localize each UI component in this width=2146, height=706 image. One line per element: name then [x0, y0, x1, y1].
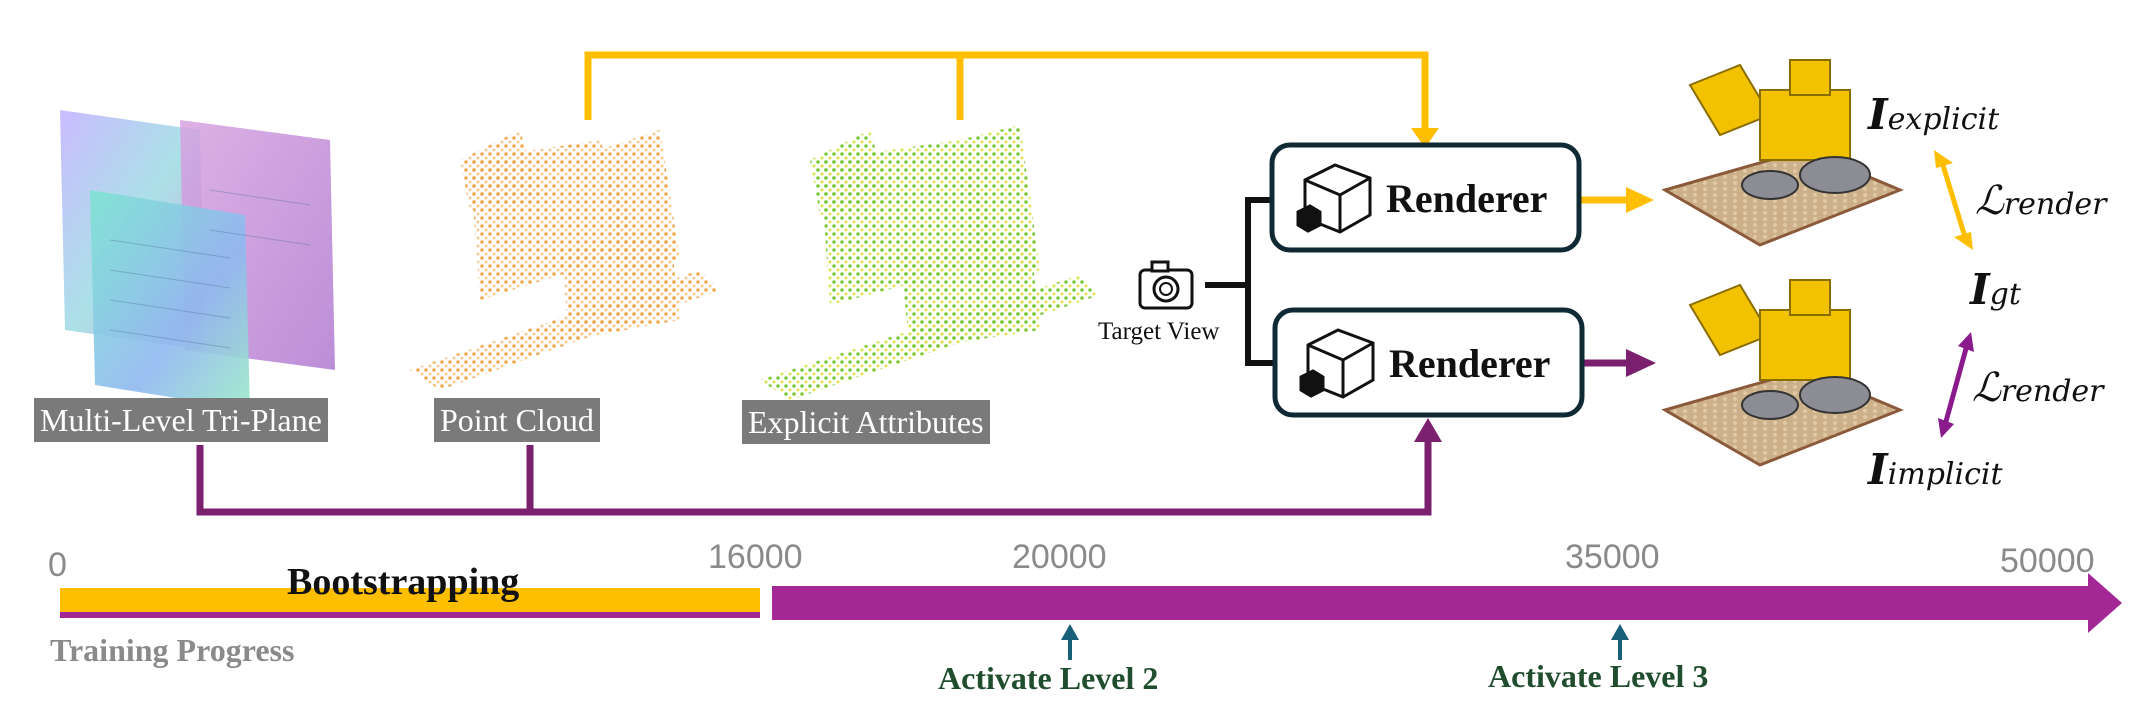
cube-icon [1296, 163, 1372, 234]
loss-arrow-bottom [1938, 332, 1974, 438]
i-implicit-label: Iimplicit [1868, 445, 2003, 494]
renderer-bottom-label: Renderer [1389, 341, 1551, 386]
bootstrapping-underline [60, 612, 760, 618]
l-render-bottom-label: ℒrender [1972, 365, 2104, 411]
camera-icon [1138, 260, 1194, 310]
tri-plane-label: Multi-Level Tri-Plane [34, 398, 328, 442]
explicit-attributes-figure [760, 125, 1100, 400]
point-cloud-label: Point Cloud [434, 398, 600, 442]
loss-arrow-top [1934, 150, 1973, 250]
tri-plane-stack [60, 110, 335, 410]
tri-plane-front [90, 190, 250, 410]
implicit-arrow-right [1626, 349, 1656, 377]
activate-level-3-label: Activate Level 3 [1488, 658, 1709, 694]
explicit-arrow-down [1411, 128, 1439, 148]
renderer-top-label: Renderer [1386, 176, 1548, 221]
training-progress-arrowhead [2088, 573, 2122, 633]
rendered-image-explicit [1661, 59, 1904, 247]
activate-level-2-label: Activate Level 2 [938, 660, 1159, 696]
bootstrapping-label: Bootstrapping [287, 561, 520, 603]
explicit-path [584, 51, 1630, 204]
i-explicit-label: Iexplicit [1868, 90, 2000, 139]
point-cloud-figure [410, 130, 720, 390]
rendered-image-implicit [1661, 279, 1904, 467]
explicit-arrow-right [1626, 187, 1654, 213]
view-branch [1205, 197, 1275, 366]
explicit-attributes-label: Explicit Attributes [742, 400, 990, 444]
implicit-arrow-up [1414, 418, 1442, 442]
tick-label: 16000 [708, 538, 803, 576]
tick-label: 50000 [2000, 542, 2095, 580]
tick-label: 35000 [1565, 538, 1660, 576]
target-view-label: Target View [1098, 318, 1220, 345]
i-gt-label: Igt [1970, 265, 2021, 314]
cube-icon [1299, 328, 1375, 399]
tick-label: 20000 [1012, 538, 1107, 576]
l-render-top-label: ℒrender [1975, 178, 2107, 224]
activation-marker [1061, 624, 1079, 660]
training-progress-bar [772, 586, 2092, 620]
implicit-path [196, 359, 1630, 516]
activation-marker [1611, 624, 1629, 660]
training-progress-label: Training Progress [50, 632, 295, 668]
tick-label: 0 [48, 546, 67, 584]
